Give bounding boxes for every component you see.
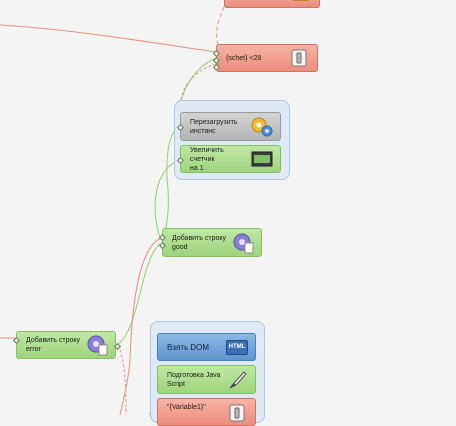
pen-icon [225,368,249,392]
node-add-line-error[interactable]: Добавить строку error [12,331,122,359]
node-restart-instance[interactable]: Перезагрузить инстанс [176,112,281,141]
html-icon: HTML [225,335,249,359]
counter-icon [250,147,274,171]
link-error-out [117,344,127,415]
node-increment-counter[interactable]: Увеличить счетчик на 1 [176,145,281,173]
switch-icon [287,46,311,70]
input-port[interactable] [12,336,21,345]
output-port[interactable] [158,241,167,250]
node-top-red[interactable] [224,0,320,8]
node-condition[interactable]: {schet} <28 [212,44,318,72]
node-variable-check[interactable]: "{Variable1}" [157,398,256,426]
gear-doc-icon [231,231,255,255]
node-prepare-javascript[interactable]: Подготовка Java Script [157,365,256,394]
node-add-line-good[interactable]: Добавить строку good [158,228,262,257]
switch-icon [225,401,249,425]
input-port[interactable] [158,233,167,242]
gears-icon [250,115,274,139]
output-port-false[interactable] [212,63,221,72]
link-red-long [0,24,217,53]
gear-doc-icon [85,333,109,357]
output-port[interactable] [113,342,122,351]
node-icon [289,0,313,2]
node-get-dom[interactable]: Взять DOM HTML [157,333,256,361]
